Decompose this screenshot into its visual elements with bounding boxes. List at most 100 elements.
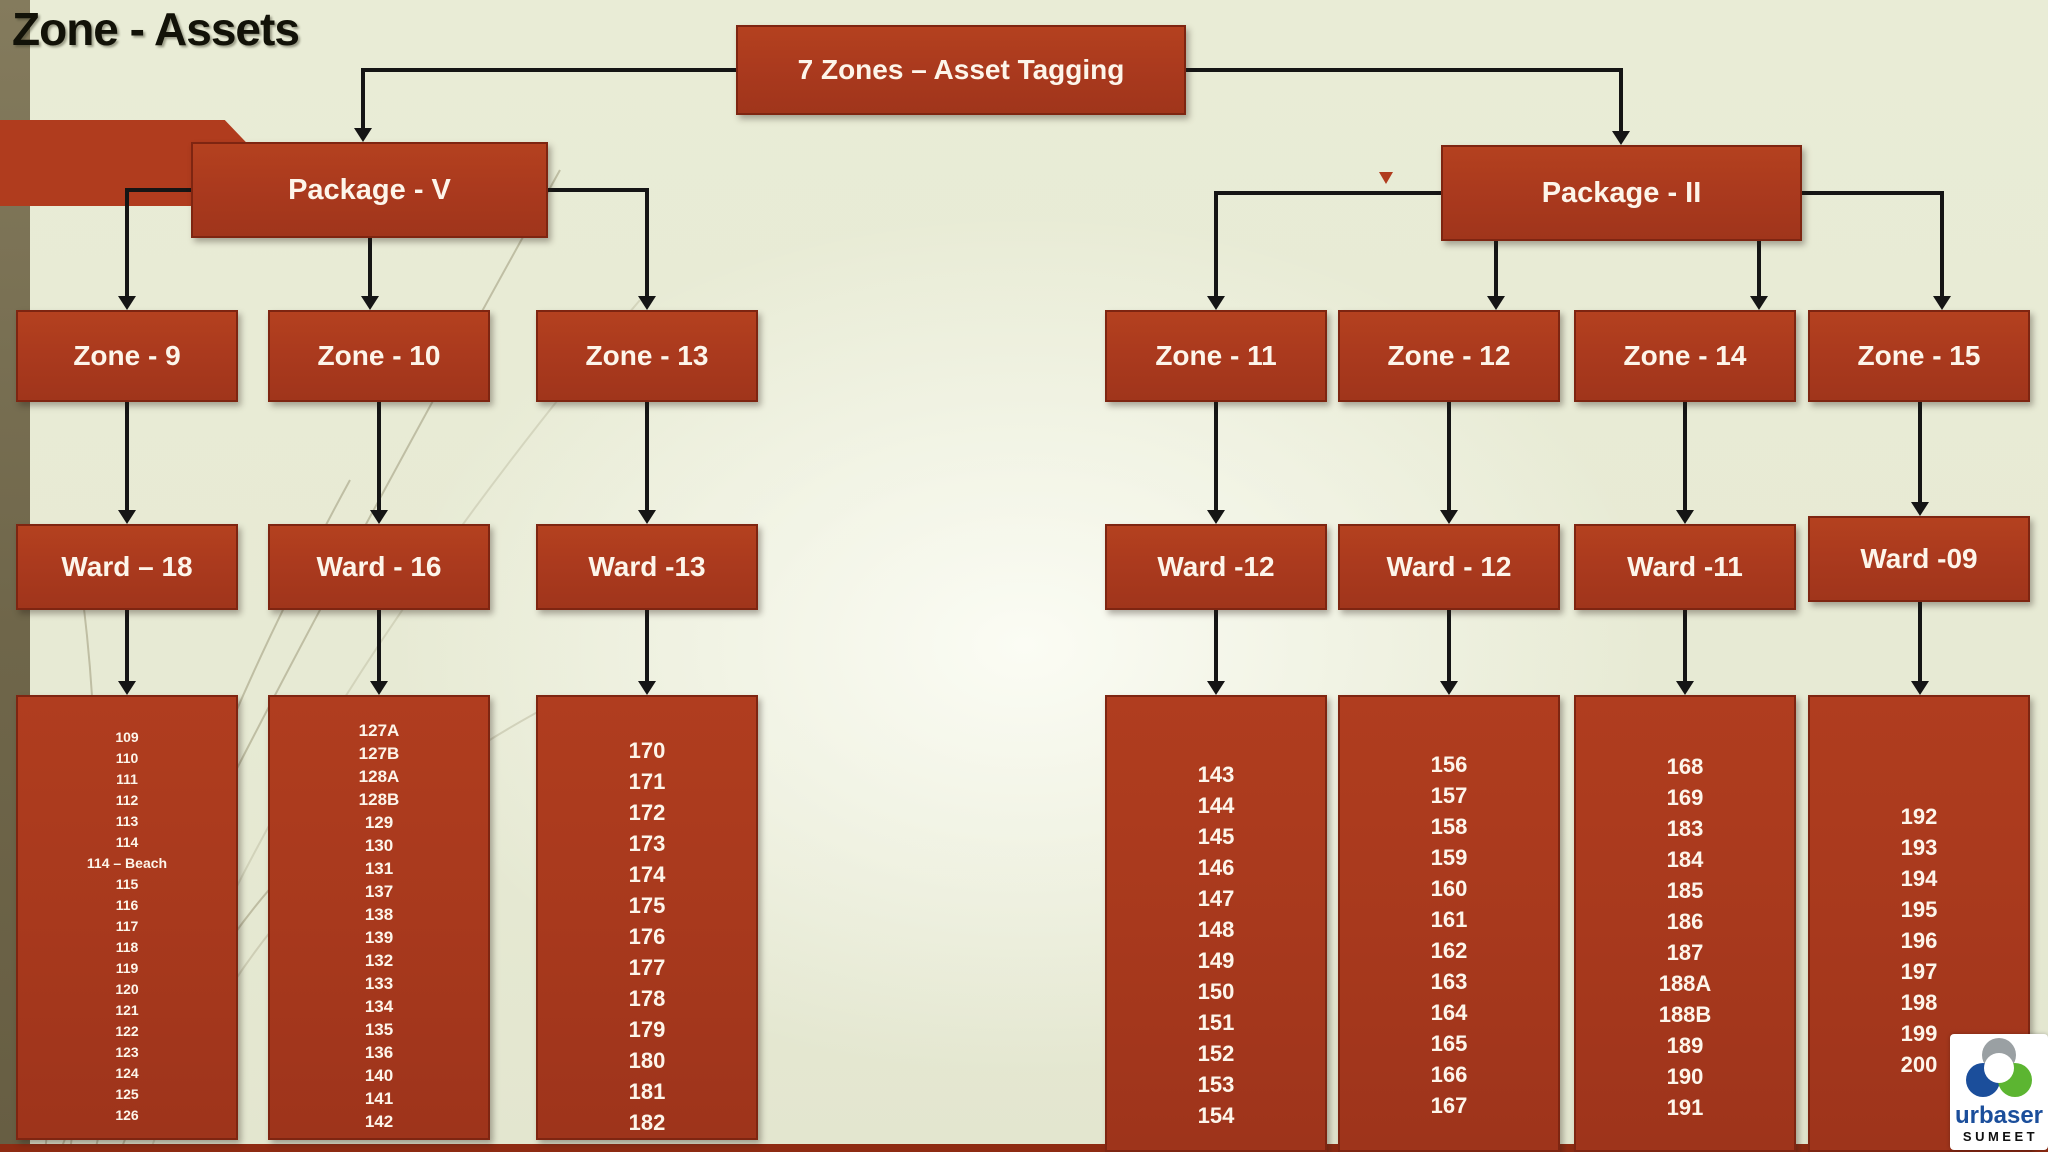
page-title: Zone - Assets: [12, 3, 300, 55]
asset-number: 162: [1430, 938, 1468, 963]
asset-number: 194: [1900, 866, 1938, 891]
asset-number: 179: [628, 1017, 666, 1042]
asset-number: 200: [1900, 1052, 1938, 1077]
asset-number: 137: [364, 882, 394, 901]
asset-number: 144: [1197, 793, 1235, 818]
asset-number: 156: [1430, 752, 1468, 777]
urbaser-sumeet-logo: urbaser SUMEET: [1950, 1034, 2048, 1150]
ward-12a-node: Ward -12: [1105, 524, 1327, 610]
asset-number: 192: [1900, 804, 1938, 829]
asset-number: 124: [115, 1065, 139, 1081]
asset-number: 142: [364, 1112, 394, 1131]
asset-number: 180: [628, 1048, 666, 1073]
logo-circles-icon: [1966, 1038, 2032, 1097]
asset-number: 175: [628, 893, 666, 918]
asset-number: 149: [1197, 948, 1235, 973]
asset-number: 113: [115, 813, 139, 829]
asset-number: 163: [1430, 969, 1468, 994]
asset-number: 125: [115, 1086, 139, 1102]
asset-number: 191: [1666, 1095, 1704, 1120]
asset-number: 199: [1900, 1021, 1938, 1046]
asset-number: 178: [628, 986, 666, 1011]
ward-12b-node: Ward - 12: [1338, 524, 1560, 610]
asset-number: 115: [115, 876, 139, 892]
asset-number: 153: [1197, 1072, 1235, 1097]
asset-number: 188A: [1658, 971, 1712, 996]
zone-12-node: Zone - 12: [1338, 310, 1560, 402]
asset-number: 138: [364, 905, 394, 924]
zone-15-node: Zone - 15: [1808, 310, 2030, 402]
asset-number: 141: [364, 1089, 394, 1108]
asset-number: 128B: [358, 790, 400, 809]
asset-number: 151: [1197, 1010, 1235, 1035]
red-triangle-marker: [1379, 172, 1393, 184]
asset-number: 165: [1430, 1031, 1468, 1056]
asset-number: 133: [364, 974, 394, 993]
ward-16-node: Ward - 16: [268, 524, 490, 610]
asset-number: 116: [115, 897, 139, 913]
asset-number: 169: [1666, 785, 1704, 810]
asset-number: 109: [115, 729, 139, 745]
asset-number: 147: [1197, 886, 1235, 911]
asset-number: 157: [1430, 783, 1468, 808]
asset-number: 129: [364, 813, 394, 832]
package-v-node: Package - V: [191, 142, 548, 238]
asset-number: 119: [115, 960, 139, 976]
asset-number: 120: [115, 981, 139, 997]
asset-number: 174: [628, 862, 666, 887]
asset-number: 111: [116, 771, 138, 787]
ward-09-node: Ward -09: [1808, 516, 2030, 602]
asset-number: 128A: [358, 767, 400, 786]
asset-number: 118: [115, 939, 139, 955]
asset-number: 185: [1666, 878, 1704, 903]
asset-number: 166: [1430, 1062, 1468, 1087]
asset-number: 130: [364, 836, 394, 855]
asset-number: 110: [115, 750, 139, 766]
zone-11-node: Zone - 11: [1105, 310, 1327, 402]
asset-number: 114 – Beach: [86, 855, 168, 871]
asset-number: 154: [1197, 1103, 1235, 1128]
logo-brand-text: urbaser: [1954, 1102, 2044, 1129]
asset-number: 171: [628, 769, 666, 794]
asset-number: 161: [1430, 907, 1468, 932]
asset-number: 143: [1197, 762, 1235, 787]
asset-number: 136: [364, 1043, 394, 1062]
ward-18-node: Ward – 18: [16, 524, 238, 610]
asset-number: 176: [628, 924, 666, 949]
zone-14-node: Zone - 14: [1574, 310, 1796, 402]
asset-number: 198: [1900, 990, 1938, 1015]
asset-number: 158: [1430, 814, 1468, 839]
zone-9-node: Zone - 9: [16, 310, 238, 402]
asset-number: 196: [1900, 928, 1938, 953]
asset-number: 122: [115, 1023, 139, 1039]
asset-number: 197: [1900, 959, 1938, 984]
asset-number: 148: [1197, 917, 1235, 942]
zone-13-node: Zone - 13: [536, 310, 758, 402]
asset-number: 190: [1666, 1064, 1704, 1089]
asset-number: 182: [628, 1110, 666, 1135]
asset-number: 181: [628, 1079, 666, 1104]
asset-number: 127B: [358, 744, 400, 763]
asset-number: 186: [1666, 909, 1704, 934]
asset-number: 132: [364, 951, 394, 970]
asset-number: 177: [628, 955, 666, 980]
package-ii-node: Package - II: [1441, 145, 1802, 241]
asset-number: 134: [364, 997, 394, 1016]
bottom-edge-bar: [0, 1144, 2048, 1152]
asset-number: 146: [1197, 855, 1235, 880]
asset-number: 160: [1430, 876, 1468, 901]
asset-number: 195: [1900, 897, 1938, 922]
asset-number: 150: [1197, 979, 1235, 1004]
asset-number: 131: [364, 859, 394, 878]
asset-number: 189: [1666, 1033, 1704, 1058]
asset-number: 173: [628, 831, 666, 856]
asset-number: 135: [364, 1020, 394, 1039]
asset-number: 123: [115, 1044, 139, 1060]
asset-number: 139: [364, 928, 394, 947]
asset-number: 164: [1430, 1000, 1468, 1025]
